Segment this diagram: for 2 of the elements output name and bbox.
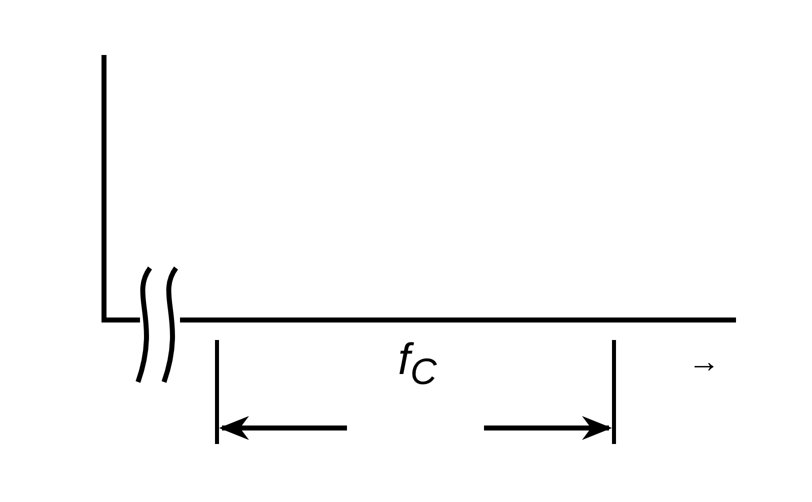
frequency-label: f$_{C}$ [398,335,437,393]
direction-arrow: → [688,343,720,380]
